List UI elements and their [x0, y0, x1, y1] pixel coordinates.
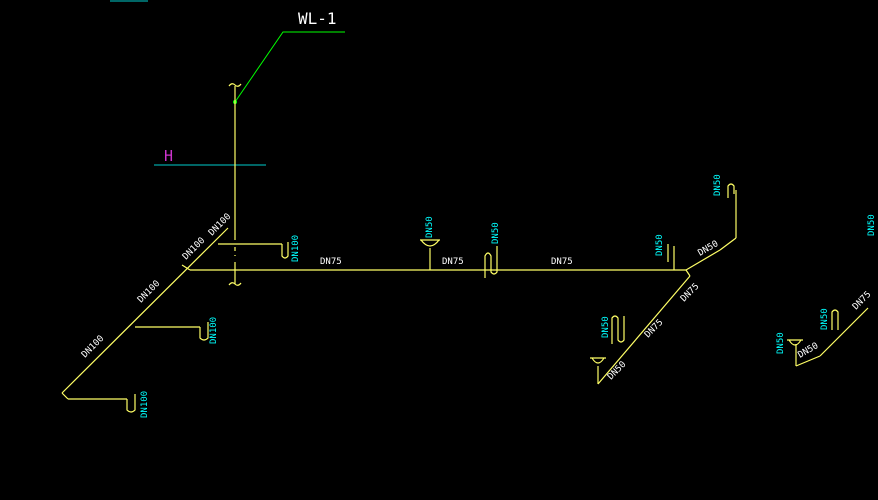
label-dn50-g: DN50 — [606, 360, 628, 382]
label-dn100-b: DN100 — [136, 279, 162, 305]
label-dn75-f: DN75 — [851, 290, 873, 312]
label-dn100-d: DN100 — [291, 235, 301, 262]
label-dn100-a: DN100 — [181, 236, 207, 262]
label-dn100-e: DN100 — [209, 317, 219, 344]
label-dn50-f: DN50 — [601, 316, 611, 338]
label-dn75-b: DN75 — [442, 257, 464, 267]
label-dn50-j: DN50 — [776, 332, 786, 354]
label-dn100-riser: DN100 — [207, 212, 233, 238]
label-dn50-b: DN50 — [491, 222, 501, 244]
label-dn50-h: DN50 — [867, 214, 877, 236]
label-dn50-d: DN50 — [697, 239, 721, 259]
label-dn100-f: DN100 — [140, 391, 150, 418]
label-dn50-a: DN50 — [425, 216, 435, 238]
label-dn75-c: DN75 — [551, 257, 573, 267]
pipe-size-labels: DN100 DN100 DN100 DN100 DN100 DN100 DN10… — [80, 174, 877, 418]
label-dn50-c: DN50 — [655, 234, 665, 256]
label-dn75-e: DN75 — [643, 318, 665, 340]
riser-label: WL-1 — [298, 9, 337, 28]
riser-pipe — [228, 83, 242, 286]
main-pipes — [61, 183, 869, 413]
label-dn75-a: DN75 — [320, 257, 342, 267]
label-dn50-e: DN50 — [713, 174, 723, 196]
label-dn100-c: DN100 — [80, 334, 106, 360]
label-dn50-i: DN50 — [820, 308, 830, 330]
riser-leader-line — [234, 31, 345, 103]
level-label: H — [164, 147, 173, 165]
